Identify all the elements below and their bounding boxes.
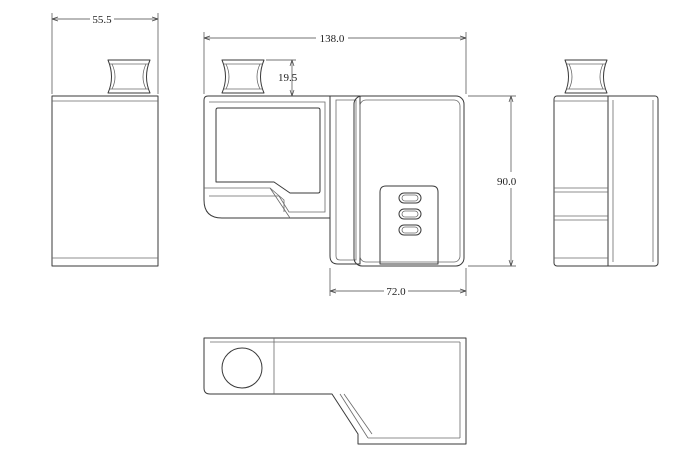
button-panel <box>379 185 439 265</box>
front-roller <box>221 59 265 94</box>
dim-label-overall-length: 138.0 <box>320 33 345 45</box>
display-window <box>215 107 321 194</box>
dim-label-side-width: 55.5 <box>92 14 112 26</box>
front-left-housing <box>203 95 331 219</box>
roller-circle <box>221 347 263 389</box>
dim-label-body-width: 72.0 <box>386 286 406 298</box>
left-roller <box>107 59 151 94</box>
right-side-view <box>553 59 659 267</box>
dim-roller-height: 19.5 <box>266 59 298 97</box>
front-center-column <box>329 95 361 265</box>
dim-body-height: 90.0 <box>468 95 517 267</box>
dim-label-roller-height: 19.5 <box>278 72 298 84</box>
dim-label-body-height: 90.0 <box>497 176 517 188</box>
right-roller <box>564 59 608 94</box>
left-body <box>51 95 159 267</box>
button-3 <box>398 224 422 236</box>
left-side-view: 55.5 <box>51 13 159 267</box>
dim-body-width: 72.0 <box>329 268 467 298</box>
right-body <box>553 95 659 267</box>
front-view: 138.0 19.5 90.0 72.0 <box>203 32 517 298</box>
front-main-body <box>353 95 465 267</box>
button-1 <box>398 192 422 204</box>
button-2 <box>398 208 422 220</box>
top-view <box>203 337 467 445</box>
dim-overall-length: 138.0 <box>203 32 467 94</box>
dim-side-width: 55.5 <box>51 13 159 94</box>
